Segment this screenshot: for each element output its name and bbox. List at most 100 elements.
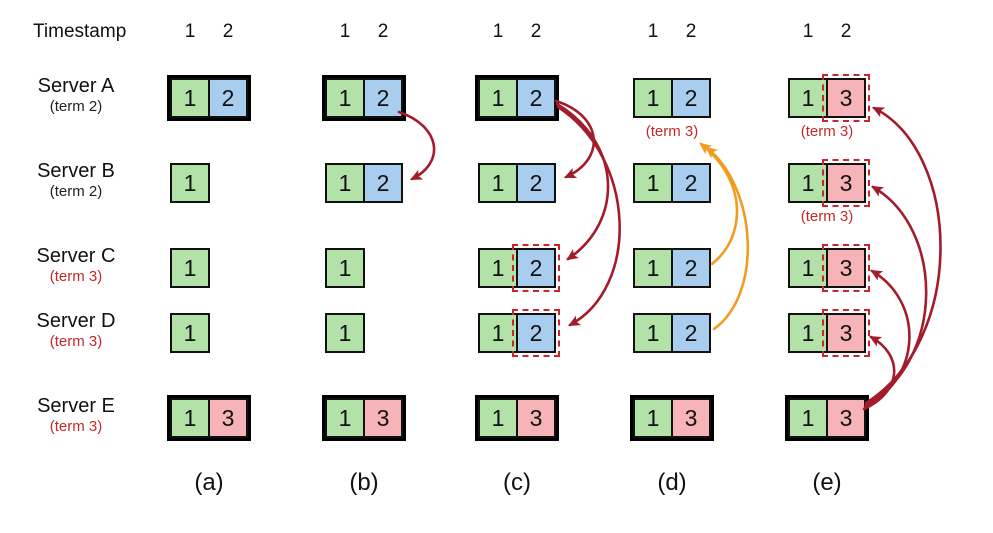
panel-e: 1 2 1 3 (term 3) 1 3 (term 3) 1 3 1 3 1 … <box>785 0 871 533</box>
entry-t1: 1 <box>633 78 673 118</box>
entry-t2: 3 <box>826 398 866 438</box>
entry-t2: 2 <box>671 78 711 118</box>
entry-t2: 2 <box>208 78 248 118</box>
panel-c: 1 2 1 2 1 2 1 2 1 2 1 3 (c) <box>475 0 561 533</box>
log-server-a: 1 2 <box>167 75 251 121</box>
replication-arrow-e-e-to-c <box>863 269 911 409</box>
panel-caption: (a) <box>194 469 224 496</box>
entry-t1: 1 <box>325 248 365 288</box>
entry-t2: 2 <box>363 78 403 118</box>
entry-t2: 3 <box>208 398 248 438</box>
timestamp-2: 2 <box>222 21 234 42</box>
server-term: (term 3) <box>49 268 103 285</box>
entry-t1: 1 <box>170 313 210 353</box>
timestamp-1: 1 <box>802 21 814 42</box>
server-name: Server D <box>36 310 116 332</box>
server-e-label: Server E (term 3) <box>15 395 137 436</box>
entry-t1: 1 <box>633 313 673 353</box>
log-server-b: 1 2 <box>325 163 403 203</box>
entry-t1: 1 <box>478 163 518 203</box>
entry-t1: 1 <box>325 163 365 203</box>
log-server-c: 1 <box>170 248 210 288</box>
entry-t1: 1 <box>478 313 518 353</box>
server-a-new-term-label: (term 3) <box>800 123 854 140</box>
timestamp-2: 2 <box>685 21 697 42</box>
entry-t1: 1 <box>170 163 210 203</box>
entry-t1: 1 <box>478 78 518 118</box>
server-term: (term 2) <box>49 183 103 200</box>
replication-arrow-c-a-to-d <box>556 105 621 327</box>
log-server-d: 1 2 <box>478 308 561 358</box>
log-server-e: 1 3 <box>475 395 559 441</box>
server-b-new-term-label: (term 3) <box>800 208 854 225</box>
server-name: Server C <box>36 245 116 267</box>
entry-t1: 1 <box>788 398 828 438</box>
entry-t2: 2 <box>516 78 556 118</box>
entry-t1: 1 <box>788 313 828 353</box>
server-term: (term 2) <box>49 98 103 115</box>
replication-arrow-c-a-to-b <box>554 99 595 179</box>
replication-arrow-e-e-to-d <box>862 335 896 411</box>
server-d-label: Server D (term 3) <box>15 310 137 351</box>
panel-d: 1 2 1 2 (term 3) 1 2 1 2 1 2 1 3 (d) <box>630 0 714 533</box>
log-server-a: 1 2 <box>322 75 406 121</box>
entry-t2-new: 3 <box>821 158 871 208</box>
log-server-a: 1 3 <box>788 73 871 123</box>
vote-arrow-d-d-to-a <box>705 146 749 331</box>
entry-t1: 1 <box>478 248 518 288</box>
log-server-c: 1 2 <box>478 243 561 293</box>
server-a-label: Server A (term 2) <box>15 75 137 116</box>
entry-t2: 2 <box>671 248 711 288</box>
log-server-d: 1 <box>325 313 365 353</box>
timestamp-1: 1 <box>492 21 504 42</box>
entry-t1: 1 <box>633 248 673 288</box>
log-server-a: 1 2 <box>475 75 559 121</box>
panel-a: 1 2 1 2 1 1 1 1 3 (a) <box>167 0 251 533</box>
timestamp-2: 2 <box>530 21 542 42</box>
server-name: Server A <box>37 75 115 97</box>
entry-t1: 1 <box>788 78 828 118</box>
entry-t2: 3 <box>671 398 711 438</box>
entry-t2: 2 <box>671 163 711 203</box>
entry-t1: 1 <box>325 398 365 438</box>
log-server-d: 1 3 <box>788 308 871 358</box>
log-server-c: 1 3 <box>788 243 871 293</box>
timestamp-header-label: Timestamp <box>33 21 127 42</box>
panel-b: 1 2 1 2 1 2 1 1 1 3 (b) <box>322 0 406 533</box>
entry-t1: 1 <box>170 398 210 438</box>
entry-t1: 1 <box>478 398 518 438</box>
entry-t2: 2 <box>671 313 711 353</box>
entry-t1: 1 <box>633 398 673 438</box>
log-server-b: 1 2 <box>478 163 556 203</box>
panel-caption: (c) <box>503 469 531 496</box>
server-term: (term 3) <box>49 418 103 435</box>
server-name: Server B <box>37 160 115 182</box>
timestamp-1: 1 <box>647 21 659 42</box>
server-b-label: Server B (term 2) <box>15 160 137 201</box>
entry-t1: 1 <box>170 78 210 118</box>
entry-t2: 2 <box>516 163 556 203</box>
log-server-b: 1 2 <box>633 163 711 203</box>
panel-caption: (e) <box>812 469 842 496</box>
panel-caption: (b) <box>349 469 379 496</box>
entry-t2-new: 3 <box>821 308 871 358</box>
log-server-c: 1 <box>325 248 365 288</box>
replication-arrow-b-a-to-b <box>397 110 436 181</box>
entry-t1: 1 <box>170 248 210 288</box>
timestamp-1: 1 <box>339 21 351 42</box>
log-server-c: 1 2 <box>633 248 711 288</box>
timestamp-2: 2 <box>840 21 852 42</box>
server-a-new-term-label: (term 3) <box>645 123 699 140</box>
log-server-e: 1 3 <box>167 395 251 441</box>
entry-t1: 1 <box>325 313 365 353</box>
server-term: (term 3) <box>49 333 103 350</box>
log-server-e: 1 3 <box>785 395 869 441</box>
entry-t2: 3 <box>516 398 556 438</box>
log-server-d: 1 2 <box>633 313 711 353</box>
entry-t1: 1 <box>325 78 365 118</box>
log-server-b: 1 <box>170 163 210 203</box>
log-server-a: 1 2 <box>633 78 711 118</box>
server-name: Server E <box>37 395 115 417</box>
entry-t2: 2 <box>363 163 403 203</box>
